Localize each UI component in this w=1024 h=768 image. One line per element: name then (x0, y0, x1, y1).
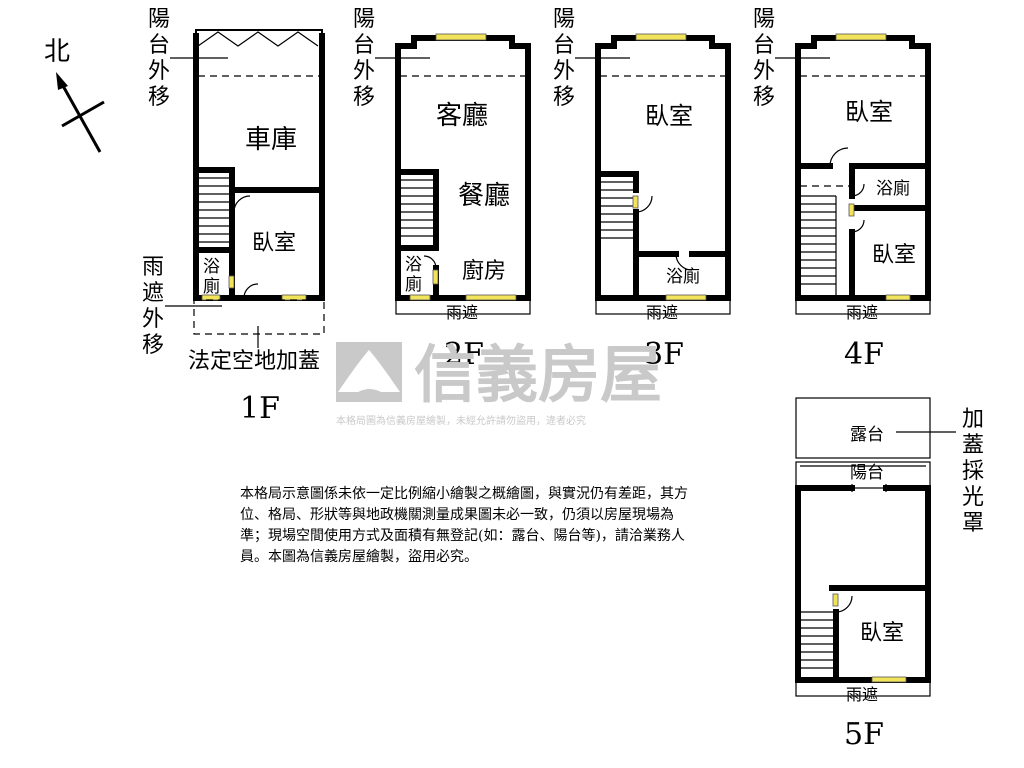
disclaimer-text: 本格局示意圖係未依一定比例縮小繪製之概繪圖，與實況仍有差距，其方位、格局、形狀等… (240, 486, 688, 565)
svg-text:外: 外 (353, 59, 375, 84)
room-bath-3f: 浴廁 (666, 266, 700, 287)
svg-text:雨: 雨 (142, 255, 164, 280)
legal-space-label: 法定空地加蓋 (188, 349, 320, 374)
balcony-extend-label-3f: 陽台 外移 (553, 7, 575, 110)
floor-label-2f: 2F (444, 337, 484, 372)
svg-text:罩: 罩 (962, 511, 984, 536)
canopy-4f: 雨遮 (846, 303, 878, 322)
floor-label-3f: 3F (644, 337, 684, 372)
room-bath-2f-a: 浴 (405, 255, 422, 275)
watermark: 信義房屋 本格局圖為信義房屋繪製，未經允許請勿盜用，違者必究 (336, 338, 662, 427)
svg-text:加: 加 (962, 407, 984, 432)
svg-text:陽: 陽 (353, 7, 375, 32)
floor-1f: 車庫 臥室 浴 廁 法定空地加蓋 1F (188, 29, 325, 426)
canopy-5f: 雨遮 (846, 685, 878, 704)
north-label: 北 (44, 37, 70, 67)
room-kitchen: 廚房 (462, 259, 506, 284)
room-bath-1f-b: 廁 (203, 276, 220, 297)
svg-text:陽: 陽 (148, 7, 170, 32)
svg-text:台: 台 (753, 33, 775, 58)
watermark-notice: 本格局圖為信義房屋繪製，未經允許請勿盜用，違者必究 (336, 414, 586, 427)
svg-text:蓋: 蓋 (962, 433, 984, 458)
svg-text:外: 外 (753, 59, 775, 84)
svg-text:外: 外 (553, 59, 575, 84)
room-living: 客廳 (436, 101, 488, 131)
svg-text:採: 採 (962, 459, 984, 484)
svg-text:遮: 遮 (142, 281, 164, 306)
svg-text:陽: 陽 (753, 7, 775, 32)
floor-3f: 臥室 浴廁 雨遮 3F (595, 33, 731, 372)
room-bath-1f-a: 浴 (203, 257, 220, 277)
balcony-extend-label-2f: 陽台 外移 (353, 7, 375, 110)
floor-label-4f: 4F (844, 337, 884, 372)
floor-2f: 客廳 餐廳 廚房 浴 廁 雨遮 2F (395, 33, 531, 372)
skylight-label: 加蓋 採光 罩 (962, 407, 984, 536)
svg-text:台: 台 (148, 33, 170, 58)
svg-text:移: 移 (553, 85, 575, 110)
floor-4f: 臥室 浴廁 臥室 雨遮 4F (795, 33, 931, 372)
room-bedroom-3f: 臥室 (645, 102, 693, 130)
room-bath-4f: 浴廁 (876, 178, 910, 199)
svg-text:陽: 陽 (553, 7, 575, 32)
room-balcony-5f: 陽台 (850, 463, 884, 483)
svg-text:台: 台 (353, 33, 375, 58)
room-garage: 車庫 (245, 125, 297, 155)
watermark-brand: 信義房屋 (414, 338, 662, 411)
balcony-extend-label-1f: 陽台 外移 (148, 7, 170, 110)
brand-logo-icon (336, 342, 402, 402)
room-bedroom-1f: 臥室 (252, 231, 296, 256)
north-arrow-icon (56, 72, 105, 153)
room-dining: 餐廳 (458, 181, 510, 211)
room-bedroom-5f: 臥室 (860, 621, 904, 646)
canopy-2f: 雨遮 (446, 303, 478, 322)
canopy-3f: 雨遮 (646, 303, 678, 322)
svg-text:移: 移 (353, 85, 375, 110)
canopy-extend-label: 雨遮 外移 (142, 255, 164, 358)
balcony-extend-label-4f: 陽台 外移 (753, 7, 775, 110)
svg-text:外: 外 (142, 307, 164, 332)
svg-text:光: 光 (962, 485, 984, 510)
svg-text:移: 移 (753, 85, 775, 110)
floor-label-5f: 5F (844, 717, 884, 752)
floor-label-1f: 1F (240, 391, 280, 426)
svg-text:移: 移 (148, 85, 170, 110)
svg-text:台: 台 (553, 33, 575, 58)
svg-text:外: 外 (148, 59, 170, 84)
floor-5f: 露台 陽台 臥室 雨遮 5F (795, 397, 956, 752)
room-bedroom-4f-a: 臥室 (845, 98, 893, 126)
room-bedroom-4f-b: 臥室 (872, 243, 916, 268)
room-bath-2f-b: 廁 (405, 274, 422, 295)
room-terrace: 露台 (850, 425, 884, 445)
svg-text:移: 移 (142, 333, 164, 358)
